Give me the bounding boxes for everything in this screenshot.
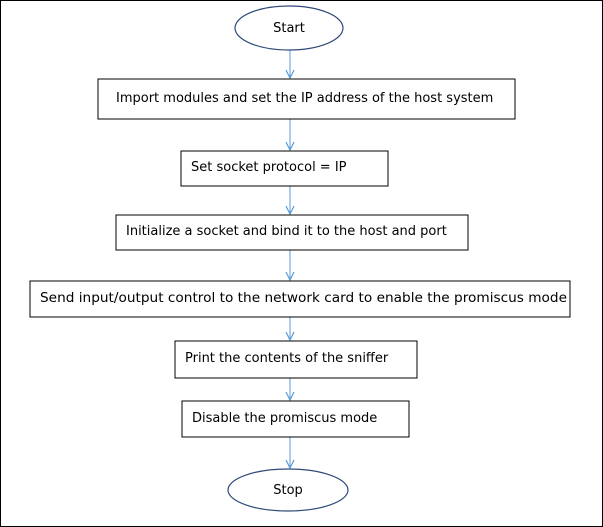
start-label: Start [273,21,305,36]
step-label: Print the contents of the sniffer [185,351,389,366]
step-disable-promiscuous: Disable the promiscus mode [181,400,410,438]
start-node: Start [234,5,344,51]
step-label: Send input/output control to the network… [40,291,567,306]
step-label: Disable the promiscus mode [192,411,377,426]
step-set-socket-protocol: Set socket protocol = IP [180,150,389,187]
step-label: Set socket protocol = IP [191,160,347,175]
stop-ellipse [227,468,349,512]
step-box [180,150,389,187]
step-box [115,214,469,251]
step-box [97,78,516,120]
step-label: Import modules and set the IP address of… [116,91,493,106]
stop-node: Stop [227,468,349,512]
step-initialize-socket: Initialize a socket and bind it to the h… [115,214,469,251]
start-ellipse [234,5,344,51]
step-import-modules: Import modules and set the IP address of… [97,78,516,120]
step-print-sniffer: Print the contents of the sniffer [174,340,418,379]
step-enable-promiscuous: Send input/output control to the network… [29,280,571,318]
step-label: Initialize a socket and bind it to the h… [126,224,447,239]
step-box [29,280,571,318]
step-box [181,400,410,438]
stop-label: Stop [273,483,303,498]
step-box [174,340,418,379]
